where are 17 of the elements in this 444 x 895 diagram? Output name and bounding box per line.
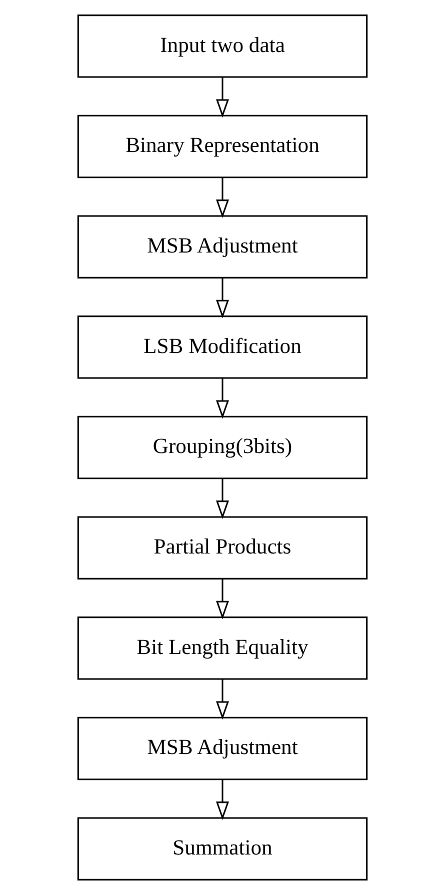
arrow bbox=[216, 77, 228, 118]
node-box: Binary Representation bbox=[76, 114, 368, 178]
node-box: Bit Length Equality bbox=[76, 616, 368, 680]
arrow bbox=[216, 478, 228, 520]
node-box: MSB Adjustment bbox=[76, 215, 368, 278]
arrow bbox=[216, 178, 228, 218]
arrow bbox=[216, 679, 228, 720]
node-box: Grouping(3bits) bbox=[76, 416, 368, 480]
node-box: Partial Products bbox=[76, 516, 368, 580]
node-box: Summation bbox=[76, 817, 368, 880]
node-box: LSB Modification bbox=[76, 316, 368, 379]
arrow bbox=[216, 278, 228, 318]
node-box: MSB Adjustment bbox=[76, 716, 368, 780]
node-box: Input two data bbox=[76, 14, 368, 78]
arrow bbox=[216, 780, 228, 820]
arrow bbox=[216, 378, 228, 419]
arrow bbox=[216, 579, 228, 620]
